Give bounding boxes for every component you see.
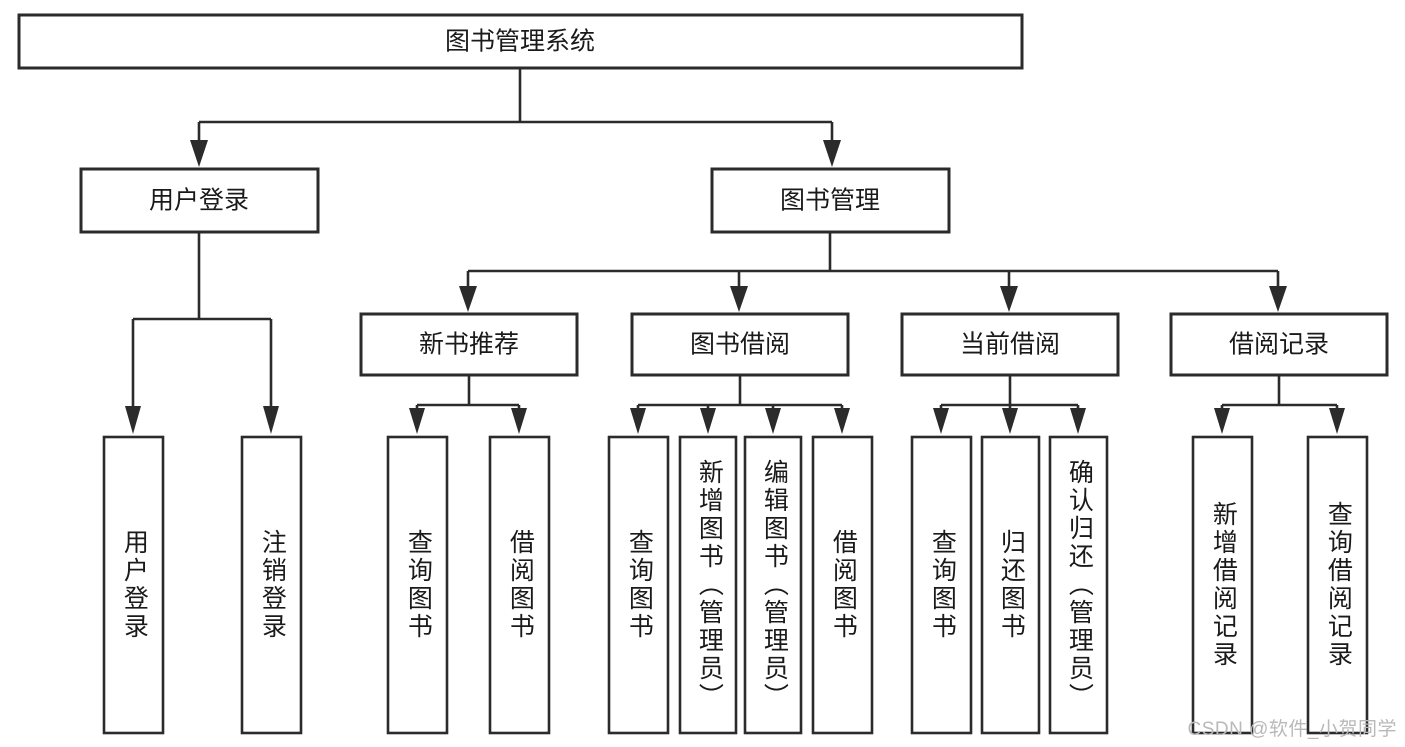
arrow-head-leaf-confirm-return [1070, 408, 1086, 434]
arrow-head-leaf-add-record [1214, 408, 1230, 434]
arrow-head-leaf-return-book [1002, 408, 1018, 434]
leaf-query-book-3-label: 查询图书 [928, 529, 957, 641]
arrow-head-leaf-borrow-book-2 [834, 408, 850, 434]
leaf-borrow-book-2-box[interactable] [811, 435, 874, 735]
connector-borrow-record-to-leaves [1214, 375, 1345, 434]
leaf-query-book-1-box[interactable] [386, 435, 449, 735]
arrow-head-leaf-query-book-2 [630, 408, 646, 434]
new-book-recommend-box[interactable] [359, 312, 579, 377]
leaf-edit-book-label: 编辑图书（管理员） [760, 459, 789, 711]
current-borrow-label: 当前借阅 [960, 331, 1060, 359]
node-leaf-add-record[interactable]: 新增借阅记录 [1191, 435, 1254, 735]
node-leaf-query-book-3[interactable]: 查询图书 [910, 435, 973, 735]
leaf-user-login-box[interactable] [102, 435, 165, 735]
book-borrow-box[interactable] [630, 312, 850, 377]
node-leaf-edit-book[interactable]: 编辑图书（管理员） [743, 435, 803, 735]
book-manage-label: 图书管理 [780, 187, 880, 215]
connector-current-borrow-to-leaves [933, 375, 1086, 434]
arrow-head-user-login [190, 140, 208, 167]
connector-user-login-to-leaves [125, 232, 279, 434]
node-user-login[interactable]: 用户登录 [79, 167, 320, 234]
leaf-return-book-label: 归还图书 [997, 529, 1026, 641]
current-borrow-box[interactable] [900, 312, 1120, 377]
leaf-query-book-2-label: 查询图书 [625, 529, 654, 641]
connector-book-borrow-to-leaves [630, 375, 850, 434]
leaf-add-record-box[interactable] [1191, 435, 1254, 735]
leaf-query-book-2-box[interactable] [607, 435, 670, 735]
root-box[interactable] [17, 13, 1024, 70]
leaf-confirm-return-box[interactable] [1048, 435, 1109, 735]
node-leaf-query-record[interactable]: 查询借阅记录 [1306, 435, 1369, 735]
arrow-head-leaf-borrow-book-1 [511, 408, 527, 434]
arrow-head-book-manage [823, 140, 841, 167]
arrow-head-leaf-query-record [1329, 408, 1345, 434]
leaf-query-record-label: 查询借阅记录 [1324, 501, 1353, 669]
leaf-return-book-box[interactable] [980, 435, 1041, 735]
leaf-user-login-label: 用户登录 [120, 529, 149, 641]
user-login-label: 用户登录 [149, 187, 249, 215]
node-root[interactable]: 图书管理系统 [17, 13, 1024, 70]
leaf-edit-book-box[interactable] [743, 435, 803, 735]
node-book-manage[interactable]: 图书管理 [710, 167, 951, 234]
leaf-query-book-3-box[interactable] [910, 435, 973, 735]
node-leaf-add-book[interactable]: 新增图书（管理员） [678, 435, 738, 735]
arrow-head-book-borrow [730, 286, 748, 312]
new-book-recommend-label: 新书推荐 [419, 331, 519, 359]
node-leaf-borrow-book-1[interactable]: 借阅图书 [488, 435, 551, 735]
arrow-head-leaf-query-book-1 [409, 408, 425, 434]
node-leaf-logout-login[interactable]: 注销登录 [240, 435, 303, 735]
arrow-head-new-book-recommend [459, 286, 477, 312]
arrow-head-current-borrow [1000, 286, 1018, 312]
arrow-head-borrow-record [1269, 286, 1287, 312]
leaf-add-book-box[interactable] [678, 435, 738, 735]
node-borrow-record[interactable]: 借阅记录 [1169, 312, 1389, 377]
arrow-head-leaf-edit-book [765, 408, 781, 434]
leaf-borrow-book-2-label: 借阅图书 [829, 529, 858, 641]
leaf-add-book-label: 新增图书（管理员） [695, 459, 724, 711]
node-leaf-user-login[interactable]: 用户登录 [102, 435, 165, 735]
arrow-head-leaf-logout [263, 406, 279, 434]
borrow-record-box[interactable] [1169, 312, 1389, 377]
csdn-watermark: CSDN @软件_小贺同学 [1187, 719, 1397, 740]
leaf-add-record-label: 新增借阅记录 [1209, 501, 1238, 669]
arrow-head-leaf-user-login [125, 406, 141, 434]
book-borrow-label: 图书借阅 [690, 331, 790, 359]
node-current-borrow[interactable]: 当前借阅 [900, 312, 1120, 377]
connector-book-manage-to-level3 [459, 232, 1287, 312]
node-leaf-borrow-book-2[interactable]: 借阅图书 [811, 435, 874, 735]
arrow-head-leaf-add-book [700, 408, 716, 434]
leaf-query-book-1-label: 查询图书 [404, 529, 433, 641]
node-book-borrow[interactable]: 图书借阅 [630, 312, 850, 377]
node-leaf-query-book-1[interactable]: 查询图书 [386, 435, 449, 735]
leaf-confirm-return-label: 确认归还（管理员） [1065, 459, 1094, 711]
node-new-book-recommend[interactable]: 新书推荐 [359, 312, 579, 377]
borrow-record-label: 借阅记录 [1229, 331, 1329, 359]
node-leaf-query-book-2[interactable]: 查询图书 [607, 435, 670, 735]
leaf-query-record-box[interactable] [1306, 435, 1369, 735]
node-leaf-confirm-return[interactable]: 确认归还（管理员） [1048, 435, 1109, 735]
connector-root-to-level2 [190, 68, 841, 167]
node-leaf-return-book[interactable]: 归还图书 [980, 435, 1041, 735]
connector-new-book-to-leaves [409, 375, 527, 434]
book-manage-box[interactable] [710, 167, 951, 234]
root-label: 图书管理系统 [445, 28, 595, 56]
arrow-head-leaf-query-book-3 [933, 408, 949, 434]
leaf-logout-login-box[interactable] [240, 435, 303, 735]
leaf-logout-login-label: 注销登录 [258, 529, 287, 641]
leaf-borrow-book-1-label: 借阅图书 [506, 529, 535, 641]
leaf-borrow-book-1-box[interactable] [488, 435, 551, 735]
